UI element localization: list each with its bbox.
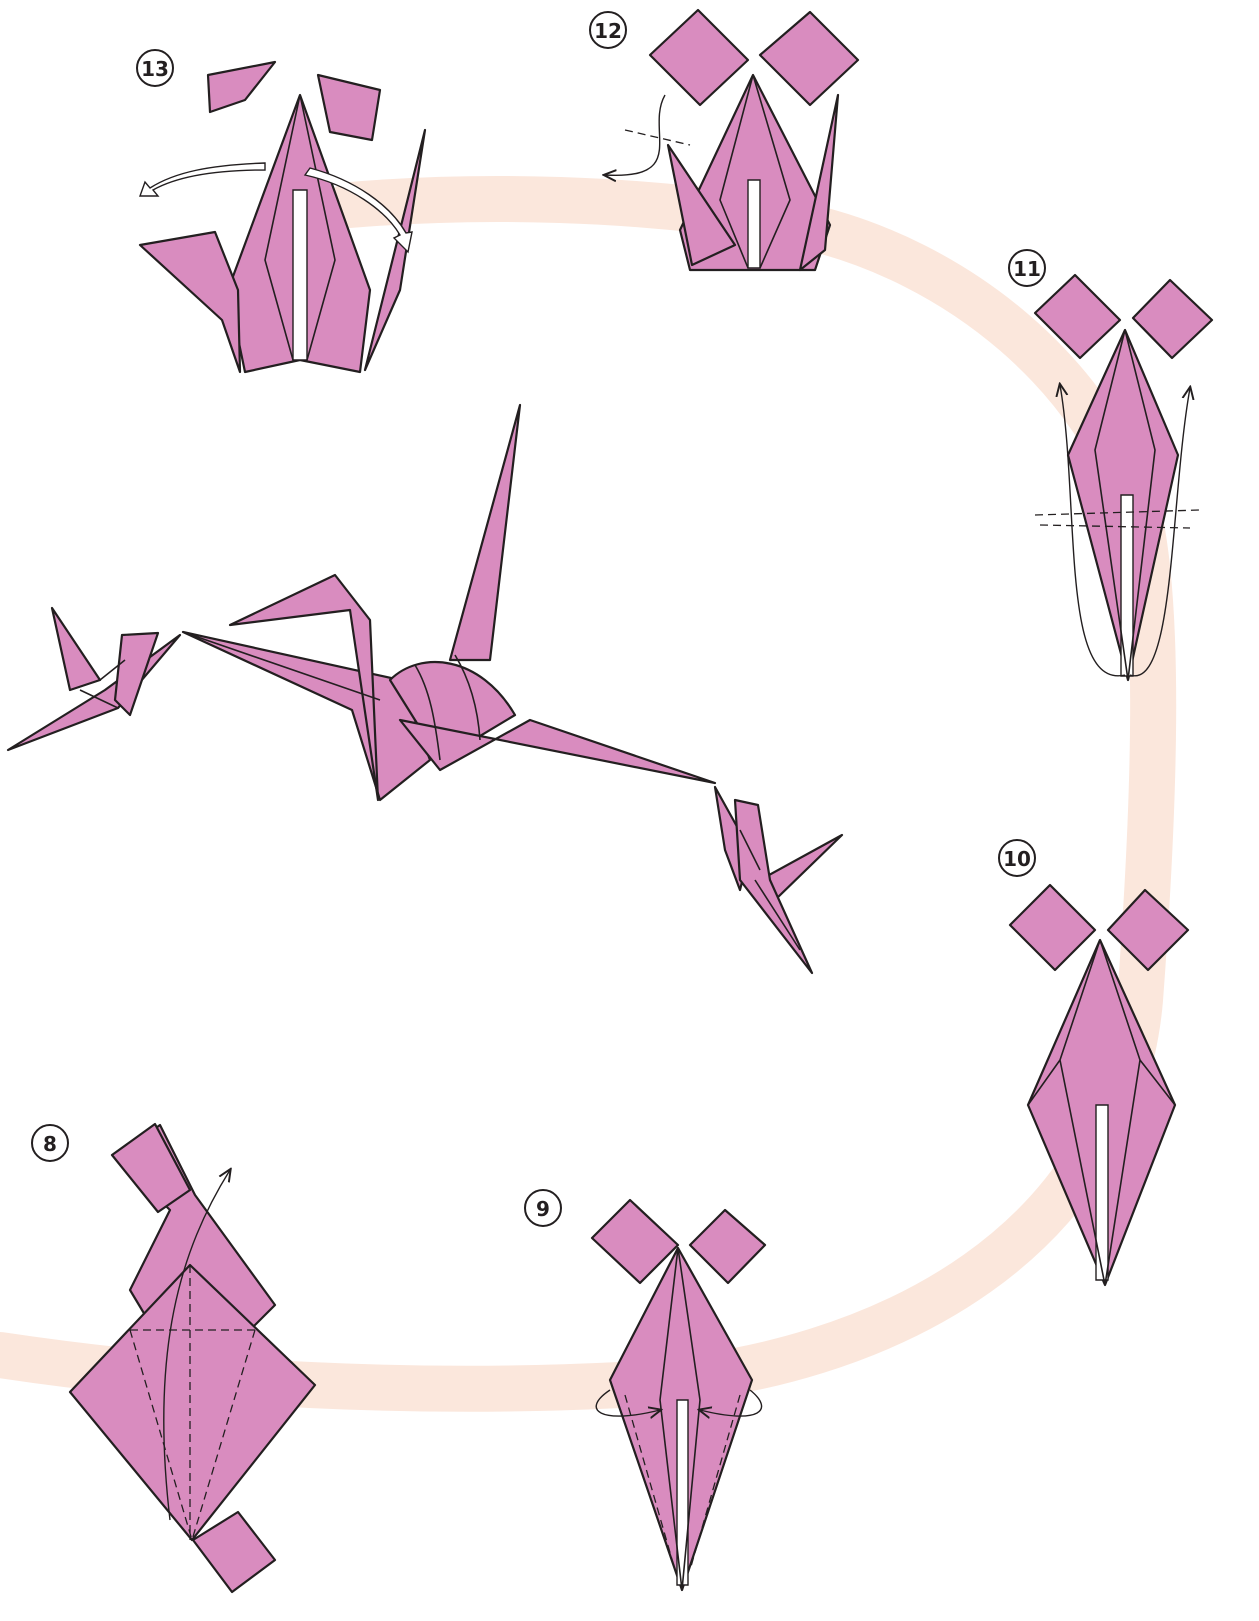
step-9-figure: [592, 1200, 765, 1590]
svg-text:11: 11: [1013, 257, 1041, 281]
step-12-label: 12: [590, 12, 626, 48]
svg-text:12: 12: [594, 19, 622, 43]
step-11-figure: [1035, 275, 1212, 680]
finished-crane-small-right: [715, 787, 842, 973]
step-8-label: 8: [32, 1125, 68, 1161]
svg-text:10: 10: [1003, 847, 1031, 871]
svg-text:13: 13: [141, 57, 169, 81]
step-10-label: 10: [999, 840, 1035, 876]
svg-text:8: 8: [43, 1132, 57, 1156]
finished-crane-small-left: [8, 608, 180, 750]
step-9-label: 9: [525, 1190, 561, 1226]
finished-crane-large: [183, 405, 715, 800]
step-13-label: 13: [137, 50, 173, 86]
step-12-figure: [605, 10, 858, 270]
step-11-label: 11: [1009, 250, 1045, 286]
svg-text:9: 9: [536, 1197, 550, 1221]
step-8-figure: [70, 1124, 315, 1592]
